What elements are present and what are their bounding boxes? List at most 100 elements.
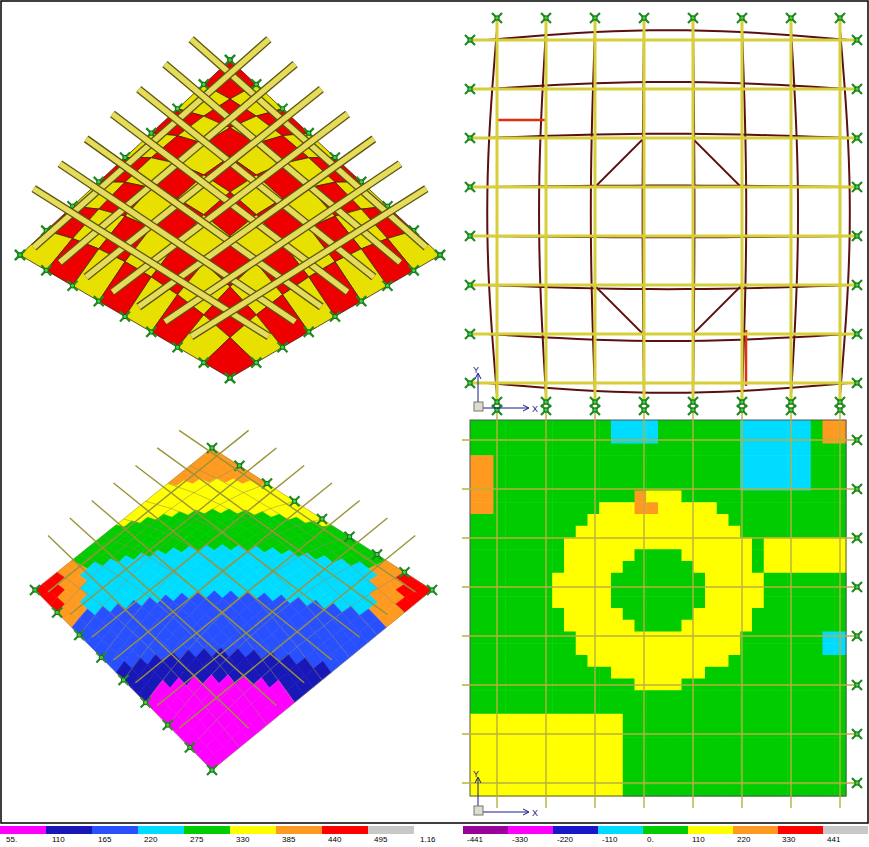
contour-cell xyxy=(564,714,576,726)
support-node xyxy=(468,381,472,385)
contour-cell xyxy=(599,608,611,620)
contour-cell xyxy=(787,596,799,608)
contour-cell xyxy=(494,573,506,585)
support-mark xyxy=(465,133,475,143)
contour-cell xyxy=(752,573,764,585)
contour-cell xyxy=(635,737,647,749)
contour-cell xyxy=(799,632,811,644)
contour-cell xyxy=(693,502,705,514)
support-node xyxy=(123,314,127,318)
support-symbol xyxy=(304,327,314,337)
contour-cell xyxy=(717,761,729,773)
contour-cell xyxy=(646,538,658,550)
contour-cell xyxy=(752,420,764,432)
contour-cell xyxy=(635,444,647,456)
contour-cell xyxy=(752,702,764,714)
contour-cell xyxy=(823,690,835,702)
contour-cell xyxy=(764,491,776,503)
contour-cell xyxy=(552,632,564,644)
contour-cell xyxy=(576,749,588,761)
contour-cell xyxy=(552,726,564,738)
contour-cell xyxy=(811,643,823,655)
contour-cell xyxy=(693,455,705,467)
support-node xyxy=(468,87,472,91)
support-symbol xyxy=(199,79,209,89)
contour-cell xyxy=(576,455,588,467)
contour-cell xyxy=(717,749,729,761)
contour-cell xyxy=(623,761,635,773)
contour-cell xyxy=(646,632,658,644)
support-node xyxy=(468,136,472,140)
beam xyxy=(114,483,332,660)
contour-cell xyxy=(588,561,600,573)
contour-cell xyxy=(764,549,776,561)
contour-cell xyxy=(599,632,611,644)
contour-cell xyxy=(670,690,682,702)
contour-cell xyxy=(799,620,811,632)
support-node xyxy=(691,16,695,20)
contour-cell xyxy=(470,491,482,503)
contour-cell xyxy=(494,549,506,561)
contour-cell xyxy=(729,491,741,503)
contour-cell xyxy=(646,737,658,749)
support-node xyxy=(468,332,472,336)
contour-cell xyxy=(729,596,741,608)
contour-cell xyxy=(505,491,517,503)
contour-cell xyxy=(729,632,741,644)
contour-cell xyxy=(799,514,811,526)
contour-cell xyxy=(517,655,529,667)
support-symbol xyxy=(852,329,862,339)
contour-cell xyxy=(470,714,482,726)
contour-cell xyxy=(811,444,823,456)
support-node xyxy=(18,253,22,257)
support-symbol xyxy=(465,231,475,241)
contour-cell xyxy=(552,784,564,796)
contour-cell xyxy=(470,467,482,479)
contour-cell xyxy=(799,737,811,749)
beam-edge xyxy=(191,189,426,337)
contour-cell xyxy=(482,538,494,550)
contour-cell xyxy=(764,667,776,679)
contour-cell xyxy=(588,655,600,667)
contour-cell xyxy=(823,514,835,526)
contour-cell xyxy=(705,514,717,526)
contour-cell xyxy=(776,491,788,503)
contour-cell xyxy=(787,632,799,644)
contour-cell xyxy=(823,432,835,444)
contour-cell xyxy=(670,538,682,550)
contour-cell xyxy=(693,514,705,526)
contour-cell xyxy=(494,420,506,432)
beam xyxy=(496,20,499,405)
support-mark xyxy=(852,329,862,339)
contour-cell xyxy=(611,538,623,550)
contour-cell xyxy=(811,784,823,796)
contour-cell xyxy=(764,596,776,608)
contour-cell xyxy=(529,526,541,538)
contour-cell xyxy=(682,702,694,714)
contour-cell xyxy=(635,432,647,444)
contour-cell xyxy=(564,596,576,608)
contour-cell xyxy=(646,432,658,444)
contour-cell xyxy=(576,573,588,585)
contour-cell xyxy=(646,491,658,503)
contour-cell xyxy=(776,608,788,620)
contour-cell xyxy=(646,526,658,538)
contour-cell xyxy=(482,596,494,608)
contour-cell xyxy=(705,784,717,796)
contour-cell xyxy=(494,726,506,738)
contour-cell xyxy=(811,573,823,585)
support-node xyxy=(468,185,472,189)
support-symbol xyxy=(225,373,235,383)
contour-cell xyxy=(646,655,658,667)
contour-cell xyxy=(811,561,823,573)
support-mark xyxy=(225,373,235,383)
support-node xyxy=(149,131,153,135)
grid-line xyxy=(212,590,432,770)
support-mark xyxy=(835,13,845,23)
contour-cell xyxy=(494,714,506,726)
contour-cell xyxy=(529,655,541,667)
contour-cell xyxy=(776,749,788,761)
contour-cell xyxy=(764,514,776,526)
contour-cell xyxy=(623,655,635,667)
contour-cell xyxy=(787,549,799,561)
